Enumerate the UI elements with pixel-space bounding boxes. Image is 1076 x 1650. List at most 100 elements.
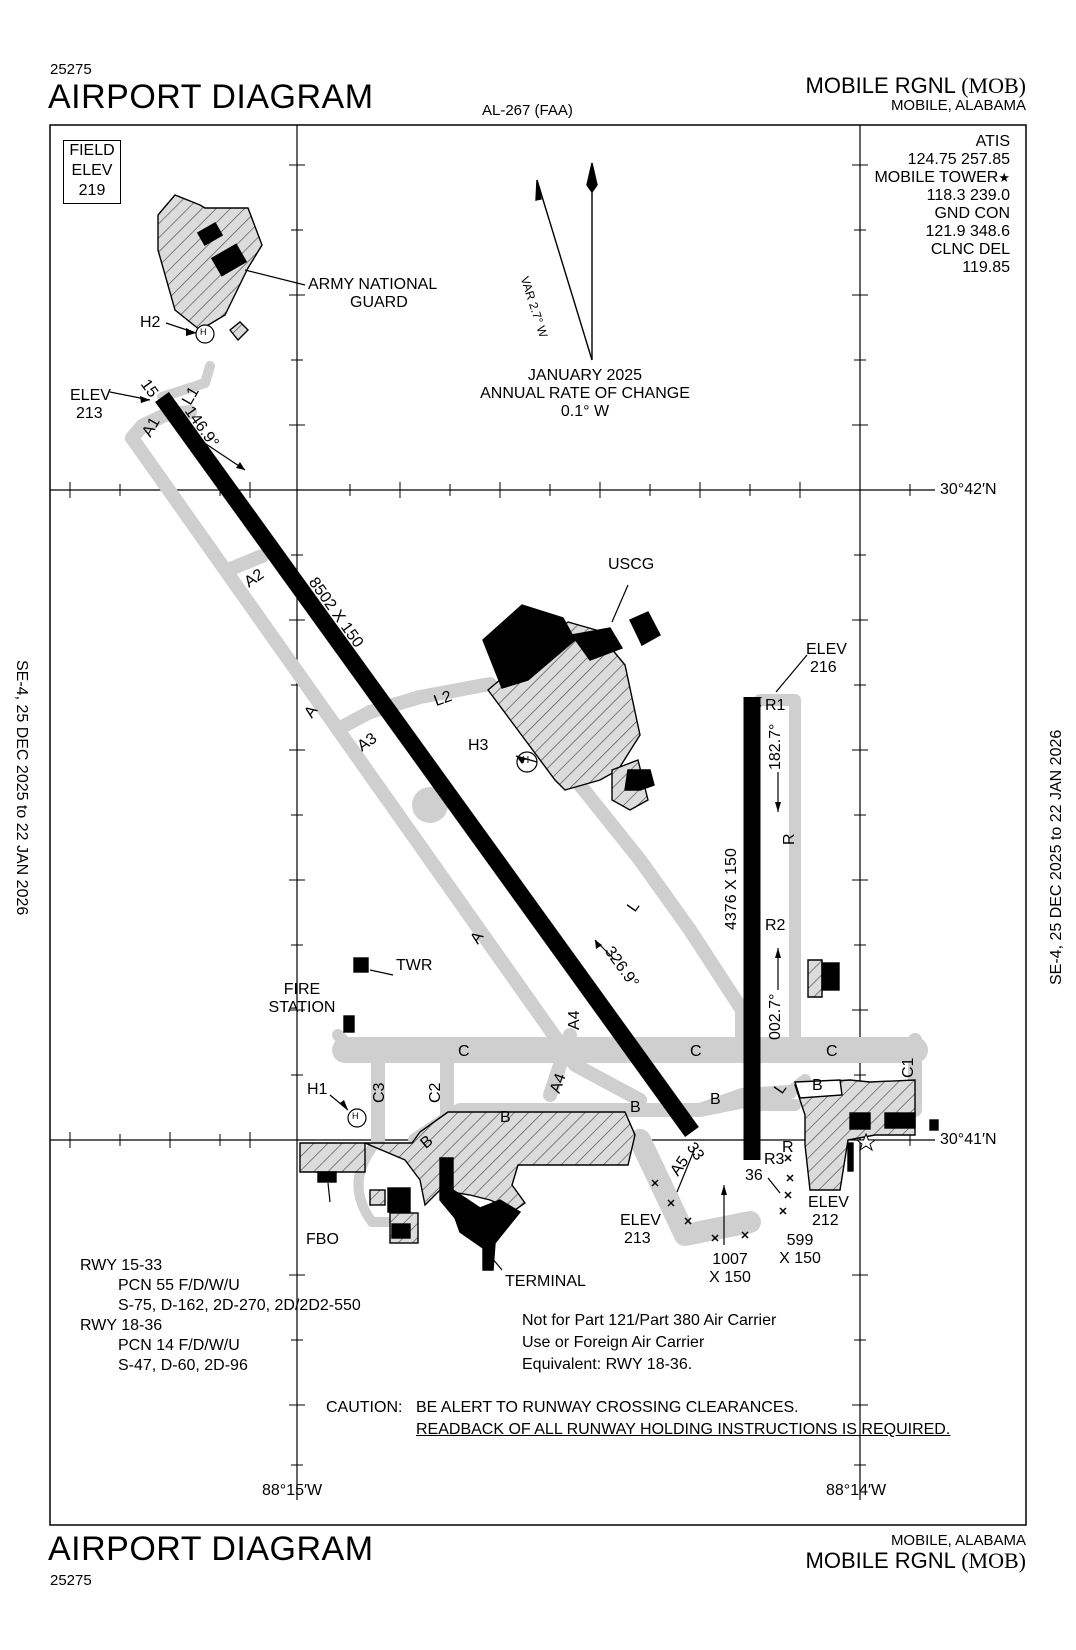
pcn-block: RWY 15-33 PCN 55 F/D/W/U S-75, D-162, 2D… [80,1256,361,1376]
lat-bottom: 30°41′N [940,1131,997,1148]
elev-36-label: ELEV [808,1194,849,1211]
lon-left: 88°15′W [262,1482,323,1499]
part121-line3: Equivalent: RWY 18-36. [522,1356,693,1373]
fbo-apron [299,1142,366,1173]
footer-city-state: MOBILE, ALABAMA [890,1532,1026,1549]
twy-c-label-east: C [826,1043,838,1060]
army-label: ARMY NATIONAL [308,276,438,293]
clnc-freq: 119.85 [962,259,1010,276]
elev-15-label: ELEV [70,387,111,404]
twy-b-label-mid: B [630,1099,641,1116]
gnd-freq: 121.9 348.6 [925,223,1010,240]
pcn-rwy2-value: PCN 14 F/D/W/U [118,1337,240,1354]
fire-label: FIRE [283,981,321,998]
elev-33-label: ELEV [620,1212,661,1229]
chart-id: AL-267 (FAA) [482,102,573,119]
var-rate-label: ANNUAL RATE OF CHANGE [480,385,690,402]
atis-label: ATIS [975,133,1010,150]
lon-right: 88°14′W [826,1482,887,1499]
uscg-label: USCG [608,556,655,573]
graticule [50,125,935,1500]
terminal-apron [364,1111,636,1211]
runway-15-33 [155,392,699,1137]
fbo-label: FBO [306,1231,339,1248]
footer-airport-name-text: MOBILE RGNL [805,1548,956,1573]
elev-33: 213 [624,1230,651,1247]
part121-line1: Not for Part 121/Part 380 Air Carrier [522,1312,777,1329]
runways [155,392,794,1242]
atis-freq: 124.75 257.85 [907,151,1010,168]
tower-label: MOBILE TOWER [874,169,999,186]
side-text-left: SE-4, 25 DEC 2025 to 22 JAN 2026 [13,660,30,916]
airport-name-text: MOBILE RGNL [805,73,956,98]
taxiways [125,361,928,1246]
h1-helipad [347,1108,367,1128]
twy-c2-label: C2 [427,1082,444,1103]
twy-r2-label: R2 [765,917,786,934]
rwy-18-end: 18 [745,693,763,710]
tower-building [353,957,369,973]
pcn-rwy2-weights: S-47, D-60, 2D-96 [118,1357,248,1374]
north-arrow [535,162,598,361]
overrun-36-length: 599 [786,1232,814,1249]
twy-c-label-west: C [458,1043,470,1060]
elev-18: 216 [810,659,837,676]
twy-r3-label: R3 [764,1151,785,1168]
part121-note: Not for Part 121/Part 380 Air Carrier Us… [522,1310,776,1376]
pcn-rwy1-value: PCN 55 F/D/W/U [118,1277,240,1294]
var-rate: 0.1° W [560,403,610,420]
lat-top: 30°42′N [940,481,997,498]
footer-proc-number: 25275 [50,1572,92,1589]
beacon-icon [855,1132,877,1152]
footer-title: AIRPORT DIAGRAM [48,1530,374,1568]
field-elev-value: 219 [78,182,106,199]
field-elev-label: FIELD [69,142,115,159]
airport-code: (MOB) [961,73,1026,98]
army-apron [157,194,263,331]
caution-line2: READBACK OF ALL RUNWAY HOLDING INSTRUCTI… [416,1421,951,1438]
east-apron [794,1079,916,1191]
footer-airport-code: (MOB) [961,1548,1026,1573]
side-text-right: SE-4, 25 DEC 2025 to 22 JAN 2026 [1048,729,1065,985]
fire-label-2: STATION [268,999,336,1016]
overrun-36-width: X 150 [779,1250,821,1267]
rwy-18-hdg: 182.7° [767,723,784,770]
terminal-building [439,1157,522,1271]
part121-line2: Use or Foreign Air Carrier [522,1334,705,1351]
rwy-18-36-dims: 4376 X 150 [723,848,740,930]
h2-label: H2 [140,314,161,331]
elev-15: 213 [76,405,103,422]
h3-pad-text: H [522,755,530,766]
twy-b-label-far-east: B [812,1077,823,1094]
twy-c3-label: C3 [371,1082,388,1103]
aprons [157,194,939,1271]
twy-b-label-east: B [710,1091,721,1108]
caution-line1: BE ALERT TO RUNWAY CROSSING CLEARANCES. [416,1399,799,1416]
twy-b-label-west: B [500,1109,511,1126]
twy-c-label-mid: C [690,1043,702,1060]
army-label-2: GUARD [350,294,408,311]
rwy-36-hdg: 002.7° [767,993,784,1040]
city-state: MOBILE, ALABAMA [890,97,1026,114]
chart-frame [49,124,1027,1526]
rwy-36-end: 36 [745,1167,763,1184]
footer-airport-name: MOBILE RGNL (MOB) [806,1550,1026,1572]
page-title: AIRPORT DIAGRAM [48,78,374,116]
pcn-rwy2: RWY 18-36 [80,1317,163,1334]
h1-pad-text: H [352,1111,359,1121]
fire-station-building [343,1015,355,1033]
var-date: JANUARY 2025 [527,367,643,384]
comms-block: ATIS 124.75 257.85 MOBILE TOWER★ 118.3 2… [874,133,1010,277]
tower-freq: 118.3 239.0 [926,187,1010,204]
twr-label: TWR [396,957,433,974]
h3-label: H3 [468,737,489,754]
h2-helipad [195,324,215,344]
overrun-33-width: X 150 [709,1269,751,1286]
twy-r1-label: R1 [765,697,786,714]
proc-number-top: 25275 [50,61,92,78]
tower-row: MOBILE TOWER★ [874,169,1010,187]
gnd-label: GND CON [934,205,1010,222]
airport-name: MOBILE RGNL (MOB) [806,75,1026,97]
field-elev-box: FIELD ELEV 219 [63,140,121,204]
